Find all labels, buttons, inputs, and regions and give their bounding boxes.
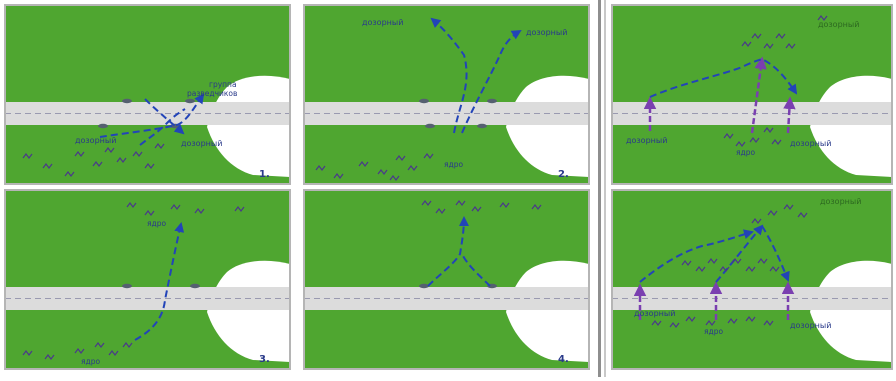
panel-5-number: 4. (558, 354, 569, 365)
panel-4-label-core-top: ядро (147, 219, 166, 228)
panel-4-vehicle (190, 284, 200, 288)
panel-2: дозорный дозорный ядро 2. (304, 5, 589, 184)
panel-3-label-scout-a: дозорный (626, 136, 667, 145)
panel-1-vehicle (122, 99, 132, 103)
panel-1-vehicle (98, 124, 108, 128)
panel-2-label-core: ядро (444, 160, 463, 169)
panel-4-vehicle (122, 284, 132, 288)
panel-4: ядро ядро 3. (5, 190, 290, 369)
panel-3-label-scout-top: дозорный (818, 20, 859, 29)
panel-6-label-scout-top: дозорный (820, 197, 861, 206)
panel-6: дозорный дозорный ядро дозорный (612, 190, 892, 369)
panel-5-vehicle (419, 284, 429, 288)
panel-1-label-group-line-2: разведчиков (187, 89, 237, 98)
panel-1: дозорный дозорный группа разведчиков 1. (5, 5, 290, 184)
panel-2-vehicle (425, 124, 435, 128)
panel-1-vehicle (185, 99, 195, 103)
panel-3: дозорный дозорный ядро дозорный (612, 5, 892, 184)
panel-6-label-scout-a: дозорный (634, 309, 675, 318)
panel-2-vehicle (419, 99, 429, 103)
panel-1-label-scout-b: дозорный (181, 139, 222, 148)
panel-4-label-core-bottom: ядро (81, 357, 100, 366)
panel-5: 4. (304, 190, 589, 369)
panel-2-vehicle (477, 124, 487, 128)
panel-1-label-scout-a: дозорный (75, 136, 116, 145)
panel-6-label-scout-b: дозорный (790, 321, 831, 330)
vertical-divider (598, 0, 601, 377)
panel-3-label-scout-b: дозорный (790, 139, 831, 148)
panel-4-number: 3. (259, 354, 270, 365)
panel-2-number: 2. (558, 169, 569, 180)
panel-1-number: 1. (259, 169, 270, 180)
vertical-divider (604, 0, 606, 377)
panel-2-vehicle (487, 99, 497, 103)
panel-1-label-group-line-1: группа (209, 80, 237, 89)
panel-6-label-core: ядро (704, 327, 723, 336)
panel-3-label-core: ядро (736, 148, 755, 157)
panel-2-label-scout-b: дозорный (526, 28, 567, 37)
panel-2-label-scout-a: дозорный (362, 18, 403, 27)
